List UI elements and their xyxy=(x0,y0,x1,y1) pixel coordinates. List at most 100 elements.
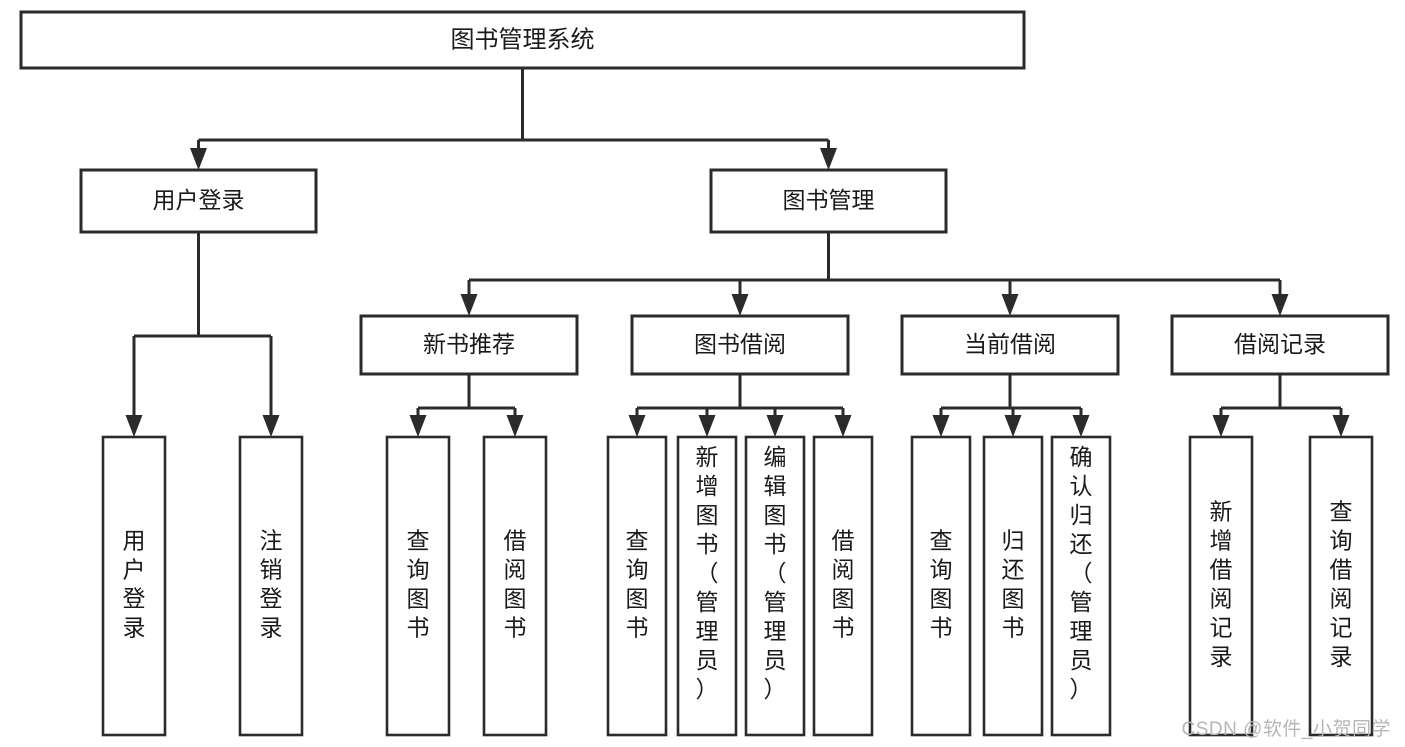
node-label-char: 注 xyxy=(260,528,283,554)
watermark-text: CSDN @软件_小贺同学 xyxy=(1181,719,1391,740)
connector-to-leaf-borrow-book-1-arrowhead xyxy=(506,415,524,437)
node-label-char: 员 xyxy=(696,647,719,673)
node-label-char: 增 xyxy=(1210,528,1233,554)
connector-to-leaf-add-book-arrowhead xyxy=(698,415,716,437)
node-label-char: 询 xyxy=(930,557,953,583)
node-label-char: 阅 xyxy=(504,557,527,583)
node-label-char: 图 xyxy=(696,502,719,528)
node-label-char: 书 xyxy=(407,615,430,641)
node-label-char: 增 xyxy=(696,473,719,499)
connector-to-borrow-record-arrowhead xyxy=(1271,294,1289,316)
connector-to-leaf-query-book-1-arrowhead xyxy=(409,415,427,437)
node-label: 新书推荐 xyxy=(423,331,515,357)
node-label-char: 录 xyxy=(1210,644,1233,670)
node-current-borrow[interactable]: 当前借阅 xyxy=(900,314,1120,376)
node-label: 用户登录 xyxy=(153,187,245,213)
node-label-char: 借 xyxy=(1210,557,1233,583)
node-label-char: 理 xyxy=(696,618,719,644)
node-label-char: 询 xyxy=(1330,528,1353,554)
node-new-book-recommend[interactable]: 新书推荐 xyxy=(359,314,579,376)
node-label-char: 图 xyxy=(832,586,855,612)
node-box xyxy=(744,435,806,737)
node-box xyxy=(910,435,972,737)
node-label: 图书管理系统 xyxy=(451,26,595,53)
connector-to-leaf-borrow-book-2-arrowhead xyxy=(834,415,852,437)
node-box xyxy=(630,314,850,376)
node-borrow-record[interactable]: 借阅记录 xyxy=(1170,314,1390,376)
node-leaf-user-login[interactable]: 用户登录 xyxy=(101,435,167,737)
node-label-char: 理 xyxy=(764,618,787,644)
connector-to-leaf-add-borrow-record-arrowhead xyxy=(1212,415,1230,437)
node-label: 借阅记录 xyxy=(1234,331,1326,357)
node-box xyxy=(19,10,1026,70)
node-box xyxy=(1308,435,1374,737)
node-label-char: 借 xyxy=(1330,557,1353,583)
node-label-char: 录 xyxy=(1330,644,1353,670)
connector-to-leaf-query-borrow-record-arrowhead xyxy=(1332,415,1350,437)
node-root[interactable]: 图书管理系统 xyxy=(19,10,1026,70)
node-label-char: 登 xyxy=(260,586,283,612)
node-label-char: 员 xyxy=(1070,647,1093,673)
node-label-char: 图 xyxy=(1002,586,1025,612)
node-box xyxy=(676,435,738,737)
node-label-char: 阅 xyxy=(832,557,855,583)
node-label-char: 录 xyxy=(123,615,146,641)
node-label-char: 确 xyxy=(1070,444,1093,470)
node-label-char: 询 xyxy=(407,557,430,583)
node-label-char: 书 xyxy=(504,615,527,641)
node-box xyxy=(1050,435,1112,737)
node-box xyxy=(482,435,548,737)
node-label-char: 登 xyxy=(123,586,146,612)
node-label-char: 询 xyxy=(626,557,649,583)
node-book-management[interactable]: 图书管理 xyxy=(709,168,948,234)
connector-to-user-login-arrowhead xyxy=(190,148,207,170)
node-label-char: 编 xyxy=(764,444,787,470)
node-label: 图书管理 xyxy=(783,187,875,213)
node-book-borrow[interactable]: 图书借阅 xyxy=(630,314,850,376)
connector-to-book-management-arrowhead xyxy=(820,148,837,170)
node-label-char: 查 xyxy=(407,528,430,554)
node-label-char: 阅 xyxy=(1330,586,1353,612)
node-box xyxy=(79,168,318,234)
connector-to-current-borrow-arrowhead xyxy=(1001,294,1019,316)
connector-to-leaf-query-book-2-arrowhead xyxy=(628,415,646,437)
node-label-char: 还 xyxy=(1002,557,1025,583)
node-box xyxy=(359,314,579,376)
node-label-char: 书 xyxy=(626,615,649,641)
node-user-login[interactable]: 用户登录 xyxy=(79,168,318,234)
connector-to-new-book-recommend-arrowhead xyxy=(460,294,478,316)
node-label-char: 理 xyxy=(1070,618,1093,644)
node-label-char: 归 xyxy=(1002,528,1025,554)
node-label-char: 户 xyxy=(123,557,146,583)
node-label-char: 书 xyxy=(1002,615,1025,641)
node-box xyxy=(900,314,1120,376)
node-label-char: 销 xyxy=(260,557,283,583)
node-box xyxy=(238,435,304,737)
node-box xyxy=(812,435,874,737)
node-label-char: 书 xyxy=(764,531,787,557)
node-label-char: 借 xyxy=(832,528,855,554)
node-label: 图书借阅 xyxy=(694,331,786,357)
connector-to-book-borrow-arrowhead xyxy=(731,294,749,316)
node-label-char: 图 xyxy=(930,586,953,612)
edges-layer xyxy=(125,68,1350,437)
node-label-char: 查 xyxy=(626,528,649,554)
node-label-char: 记 xyxy=(1330,615,1353,641)
connector-to-leaf-confirm-return-arrowhead xyxy=(1072,415,1090,437)
node-label-char: 用 xyxy=(123,528,146,554)
node-box xyxy=(1170,314,1390,376)
